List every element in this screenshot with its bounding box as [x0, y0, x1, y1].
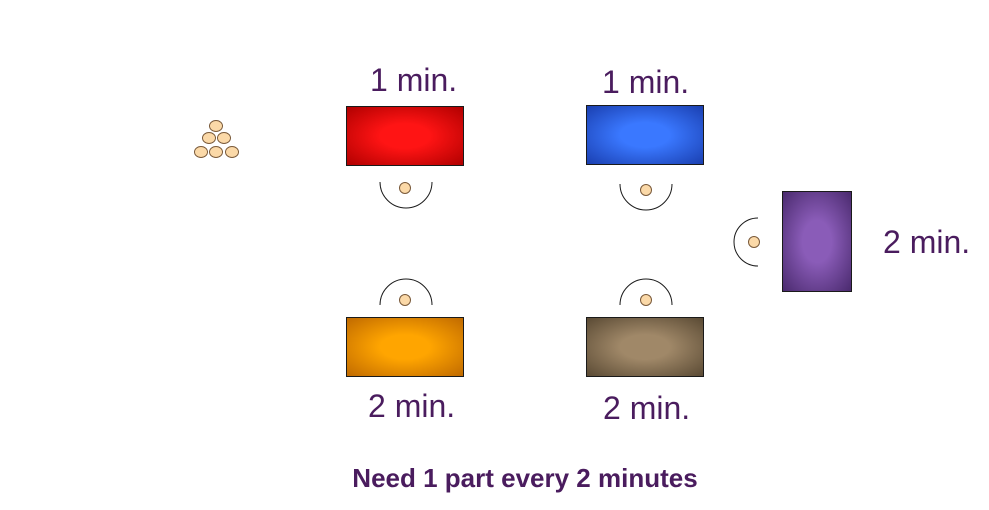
requirement-note: Need 1 part every 2 minutes [352, 463, 698, 493]
machine-taupe [586, 317, 704, 377]
machine-blue [586, 105, 704, 165]
operator-blue-icon [619, 183, 673, 211]
time-label-purple: 2 min. [883, 224, 971, 260]
time-label-orange: 2 min. [368, 388, 456, 424]
operator-red-icon [379, 181, 433, 209]
time-label-taupe: 2 min. [603, 390, 691, 426]
machine-purple [782, 191, 852, 292]
operator-purple-icon [733, 217, 760, 267]
operator-taupe-icon [619, 278, 673, 306]
operator-orange-icon [379, 278, 433, 306]
time-label-blue: 1 min. [602, 64, 690, 100]
parts-pile-icon [194, 120, 239, 158]
time-label-red: 1 min. [370, 62, 458, 98]
machine-red [346, 106, 464, 166]
machine-orange [346, 317, 464, 377]
